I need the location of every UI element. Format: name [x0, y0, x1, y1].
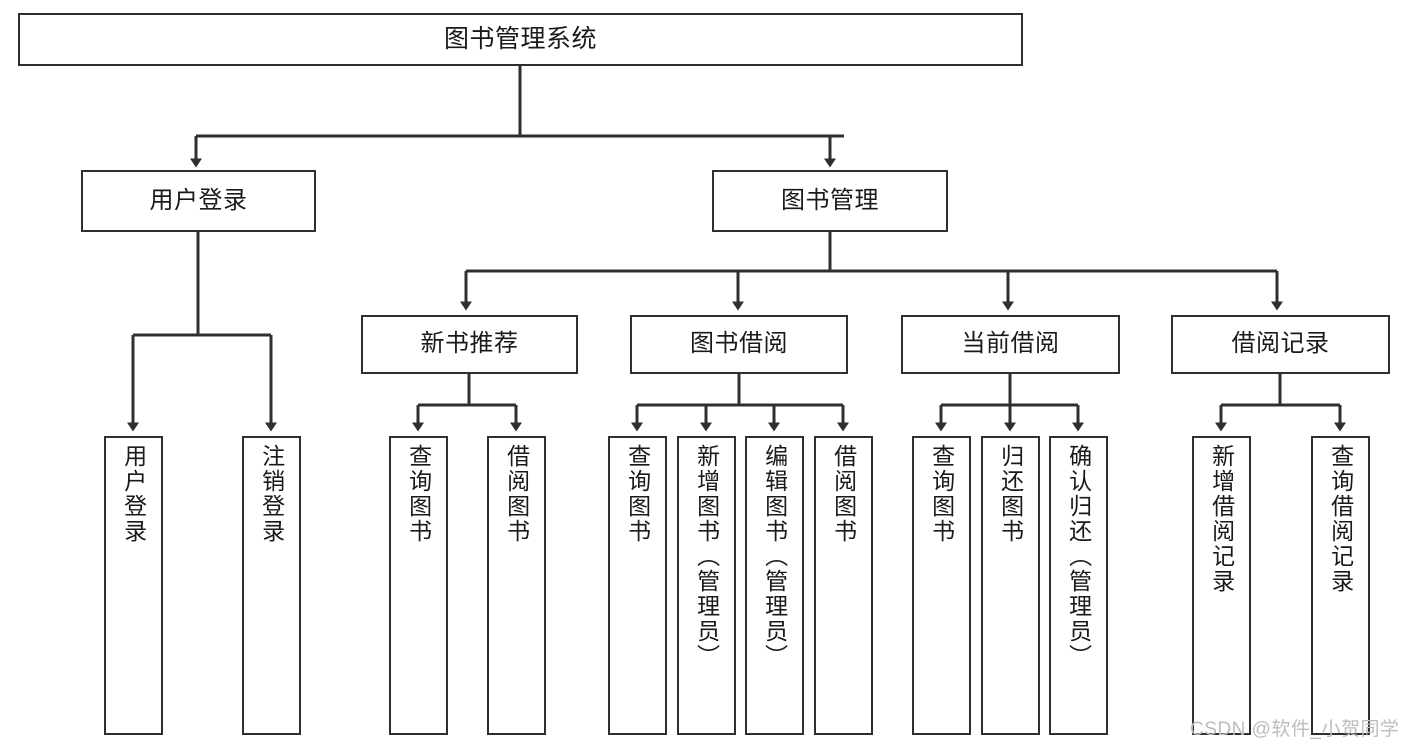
leaf-logout-label: 注销登录 — [258, 444, 285, 544]
csdn-watermark: CSDN @软件_小贺同学 — [1190, 719, 1400, 740]
leaf-query-book-2-label: 查询图书 — [624, 444, 651, 544]
leaf-query-book-3[interactable]: 查询图书 — [912, 436, 971, 735]
node-new-book-recommend-label: 新书推荐 — [420, 330, 519, 358]
leaf-query-book-1-label: 查询图书 — [405, 444, 432, 544]
leaf-add-borrow-record[interactable]: 新增借阅记录 — [1192, 436, 1251, 735]
node-current-borrow-label: 当前借阅 — [961, 330, 1060, 358]
leaf-logout[interactable]: 注销登录 — [242, 436, 301, 735]
leaf-add-book-label: 新增图书（管理员） — [693, 444, 720, 669]
node-borrow-record[interactable]: 借阅记录 — [1171, 315, 1390, 374]
node-new-book-recommend[interactable]: 新书推荐 — [361, 315, 578, 374]
leaf-query-book-1[interactable]: 查询图书 — [389, 436, 448, 735]
leaf-user-login-label: 用户登录 — [120, 444, 147, 544]
leaf-confirm-return-label: 确认归还（管理员） — [1065, 444, 1092, 669]
leaf-query-book-2[interactable]: 查询图书 — [608, 436, 667, 735]
node-current-borrow[interactable]: 当前借阅 — [901, 315, 1120, 374]
leaf-confirm-return[interactable]: 确认归还（管理员） — [1049, 436, 1108, 735]
node-book-borrow-label: 图书借阅 — [690, 330, 788, 358]
node-root-label: 图书管理系统 — [443, 24, 597, 53]
leaf-borrow-book-2[interactable]: 借阅图书 — [814, 436, 873, 735]
leaf-edit-book-label: 编辑图书（管理员） — [761, 444, 788, 669]
node-user-login[interactable]: 用户登录 — [81, 170, 316, 232]
leaf-return-book-label: 归还图书 — [997, 444, 1024, 544]
node-book-manage-label: 图书管理 — [781, 186, 879, 214]
node-user-login-label: 用户登录 — [149, 186, 248, 214]
leaf-return-book[interactable]: 归还图书 — [981, 436, 1040, 735]
leaf-borrow-book-1[interactable]: 借阅图书 — [487, 436, 546, 735]
leaf-add-book[interactable]: 新增图书（管理员） — [677, 436, 736, 735]
leaf-borrow-book-1-label: 借阅图书 — [503, 444, 530, 544]
leaf-query-borrow-record-label: 查询借阅记录 — [1327, 444, 1354, 594]
node-book-manage[interactable]: 图书管理 — [712, 170, 948, 232]
leaf-edit-book[interactable]: 编辑图书（管理员） — [745, 436, 804, 735]
leaf-query-book-3-label: 查询图书 — [928, 444, 955, 544]
leaf-query-borrow-record[interactable]: 查询借阅记录 — [1311, 436, 1370, 735]
leaf-user-login[interactable]: 用户登录 — [104, 436, 163, 735]
node-book-borrow[interactable]: 图书借阅 — [630, 315, 848, 374]
leaf-add-borrow-record-label: 新增借阅记录 — [1208, 444, 1235, 594]
leaf-borrow-book-2-label: 借阅图书 — [830, 444, 857, 544]
node-root[interactable]: 图书管理系统 — [18, 13, 1023, 66]
node-borrow-record-label: 借阅记录 — [1231, 330, 1330, 358]
